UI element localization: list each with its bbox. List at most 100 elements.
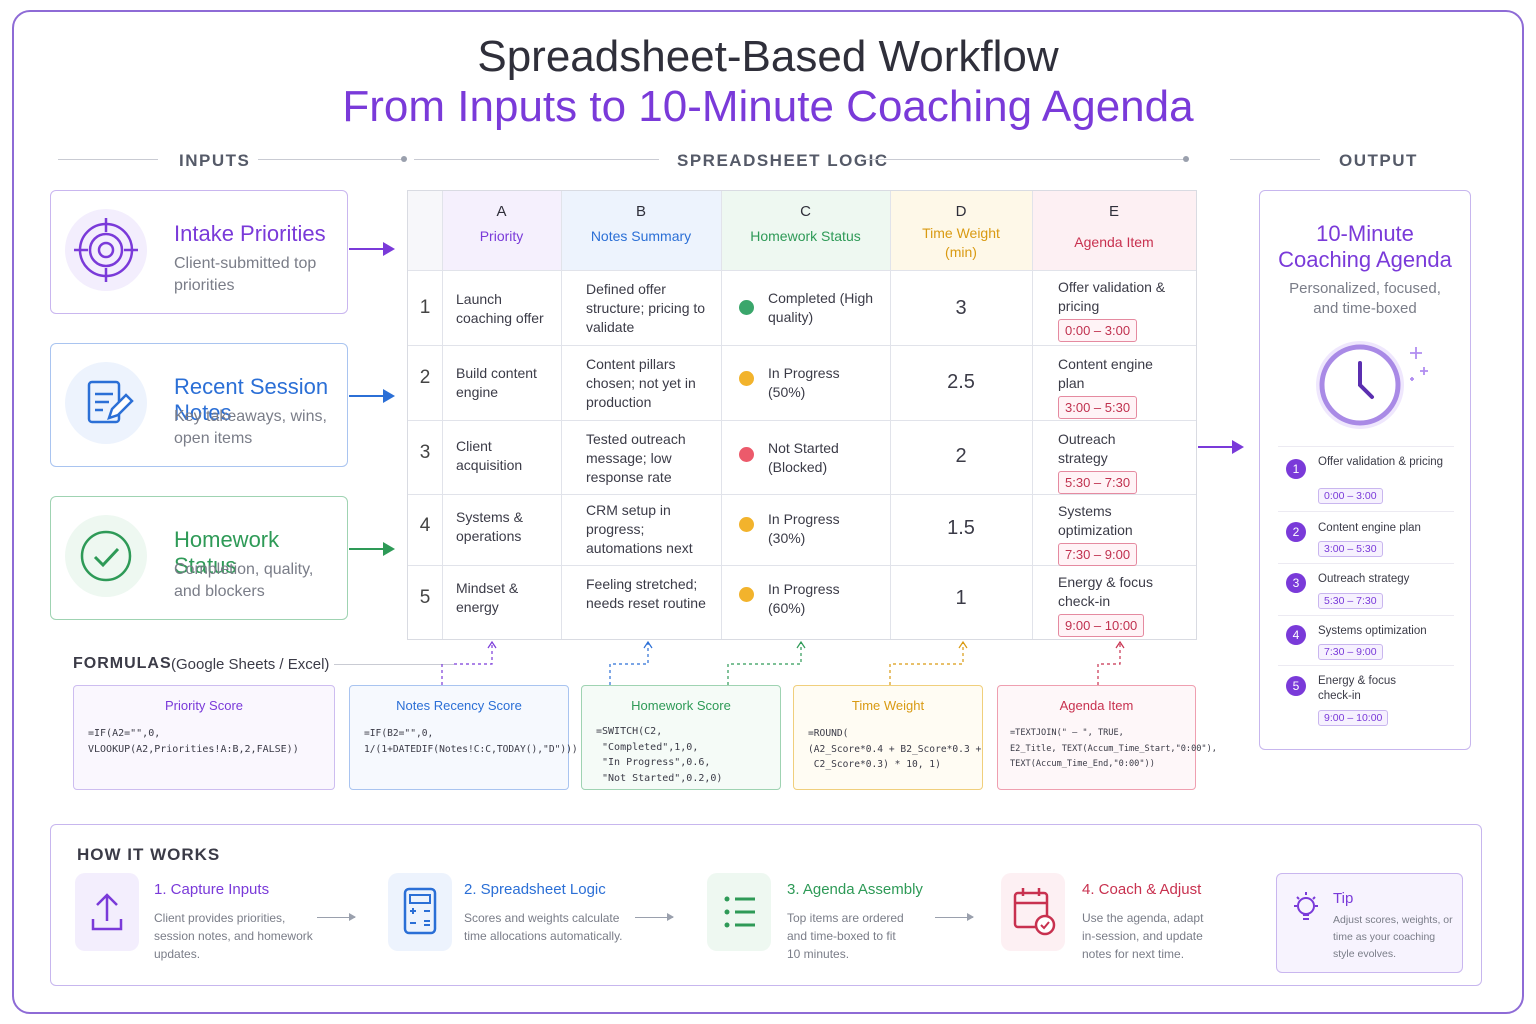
arrow-right-icon: [349, 242, 395, 256]
step-title: 4. Coach & Adjust: [1082, 881, 1202, 898]
input-card-priorities: Intake Priorities Client-submitted top p…: [50, 190, 348, 314]
row-number: 5: [419, 587, 431, 608]
time-pill: 0:00 – 3:00: [1318, 488, 1383, 504]
arrow-right-icon: [349, 389, 395, 403]
corner-cell: [408, 191, 442, 270]
divider-dot: [401, 156, 407, 162]
cell-status[interactable]: Completed (High quality): [768, 290, 874, 325]
cell-notes[interactable]: Defined offer structure; pricing to vali…: [586, 281, 706, 335]
formula-code: =IF(A2="",0, VLOOKUP(A2,Priorities!A:B,2…: [88, 728, 299, 755]
cell-status[interactable]: Not Started (Blocked): [768, 440, 839, 475]
agenda-item[interactable]: 3 Outreach strategy 5:30 – 7:30: [1278, 563, 1454, 615]
notes-edit-icon: [65, 362, 147, 444]
section-inputs: INPUTS: [179, 151, 251, 170]
row-number: 4: [419, 515, 431, 536]
step-text: Use the agenda, adapt in-session, and up…: [1082, 911, 1204, 961]
tip-text: Adjust scores, weights, or time as your …: [1333, 914, 1453, 960]
page-title: Spreadsheet-Based Workflow: [477, 32, 1059, 81]
arrow-right-icon: [317, 913, 356, 921]
cell-notes[interactable]: Tested outreach message; low response ra…: [586, 431, 686, 485]
status-dot: [739, 587, 754, 602]
status-dot: [739, 517, 754, 532]
formula-code: =TEXTJOIN(" – ", TRUE, E2_Title, TEXT(Ac…: [1010, 728, 1217, 769]
how-it-works-panel: HOW IT WORKS 1. Capture Inputs Client pr…: [50, 824, 1482, 986]
clock-icon: [1314, 337, 1434, 442]
input-title: Recent Session Notes: [174, 374, 329, 425]
cell-priority[interactable]: Mindset & energy: [456, 580, 519, 615]
cell-status[interactable]: In Progress (50%): [768, 365, 840, 400]
time-pill: 7:30 – 9:00: [1058, 543, 1138, 566]
formulas-sublabel: (Google Sheets / Excel): [171, 656, 330, 673]
tip-title: Tip: [1333, 890, 1354, 907]
formula-code: =ROUND( (A2_Score*0.4 + B2_Score*0.3 + C…: [808, 728, 982, 770]
divider: [414, 159, 659, 160]
agenda-item[interactable]: 5 Energy & focus check-in 9:00 – 10:00: [1278, 665, 1454, 731]
time-pill: 5:30 – 7:30: [1318, 593, 1383, 609]
cell-notes[interactable]: Content pillars chosen; not yet in produ…: [586, 356, 696, 410]
agenda-item[interactable]: 2 Content engine plan 3:00 – 5:30: [1278, 511, 1454, 563]
step-title: 1. Capture Inputs: [154, 881, 270, 898]
cell-status[interactable]: In Progress (30%): [768, 511, 840, 546]
cell-notes[interactable]: Feeling stretched; needs reset routine: [586, 576, 706, 611]
section-logic: SPREADSHEET LOGIC: [677, 151, 889, 170]
step-text: Top items are ordered and time-boxed to …: [787, 911, 904, 961]
time-pill: 3:00 – 5:30: [1318, 541, 1383, 557]
cell-priority[interactable]: Build content engine: [456, 365, 537, 400]
cell-priority[interactable]: Launch coaching offer: [456, 291, 544, 326]
arrow-right-icon: [1198, 440, 1244, 454]
formula-agenda-item[interactable]: Agenda Item =TEXTJOIN(" – ", TRUE, E2_Ti…: [997, 685, 1217, 790]
formula-notes-recency[interactable]: Notes Recency Score =IF(B2="",0, 1/(1+DA…: [349, 685, 578, 790]
step-text: Client provides priorities, session note…: [154, 911, 313, 961]
input-subtitle: Key takeaways, wins, open items: [174, 408, 327, 447]
formula-title: Priority Score: [164, 698, 244, 713]
arrow-right-icon: [635, 913, 674, 921]
status-dot: [739, 371, 754, 386]
time-pill: 5:30 – 7:30: [1058, 471, 1138, 494]
row-number: 1: [419, 297, 431, 318]
agenda-item[interactable]: 1 Offer validation & pricing 0:00 – 3:00: [1278, 446, 1454, 509]
cell-weight[interactable]: 2: [955, 445, 967, 467]
output-card: 10-Minute Coaching Agenda Personalized, …: [1259, 190, 1471, 750]
cell-weight[interactable]: 1.5: [947, 517, 975, 539]
list-icon: [707, 873, 771, 951]
cell-weight[interactable]: 3: [955, 297, 967, 319]
step-title: 3. Agenda Assembly: [787, 881, 923, 898]
row-number: 2: [419, 367, 431, 388]
agenda-item[interactable]: 4 Systems optimization 7:30 – 9:00: [1278, 615, 1454, 665]
formulas-label: FORMULAS: [73, 655, 172, 672]
section-output: OUTPUT: [1339, 151, 1418, 170]
upload-icon: [75, 873, 139, 951]
how-title: HOW IT WORKS: [77, 845, 221, 864]
formula-priority-score[interactable]: Priority Score =IF(A2="",0, VLOOKUP(A2,P…: [73, 685, 335, 790]
cell-priority[interactable]: Client acquisition: [456, 438, 523, 473]
cell-notes[interactable]: CRM setup in progress; automations next: [586, 502, 693, 556]
arrow-right-icon: [349, 542, 395, 556]
divider: [58, 159, 158, 160]
formula-title: Homework Score: [631, 698, 731, 713]
formula-time-weight[interactable]: Time Weight =ROUND( (A2_Score*0.4 + B2_S…: [793, 685, 983, 790]
check-circle-icon: [65, 515, 147, 597]
divider-dot: [1183, 156, 1189, 162]
row-number: 3: [419, 442, 431, 463]
calendar-check-icon: [1001, 873, 1065, 951]
cell-status[interactable]: In Progress (60%): [768, 581, 840, 616]
input-card-homework: Homework Status Completion, quality, and…: [50, 496, 348, 620]
cell-priority[interactable]: Systems & operations: [456, 509, 523, 544]
input-subtitle: Completion, quality, and blockers: [174, 561, 314, 600]
cell-weight[interactable]: 2.5: [947, 371, 975, 393]
output-title: 10-Minute Coaching Agenda: [1278, 221, 1452, 272]
formula-homework-score[interactable]: Homework Score =SWITCH(C2, "Completed",1…: [581, 685, 781, 790]
step-title: 2. Spreadsheet Logic: [464, 881, 606, 898]
cell-weight[interactable]: 1: [955, 587, 967, 609]
page-frame: [12, 10, 1524, 1014]
